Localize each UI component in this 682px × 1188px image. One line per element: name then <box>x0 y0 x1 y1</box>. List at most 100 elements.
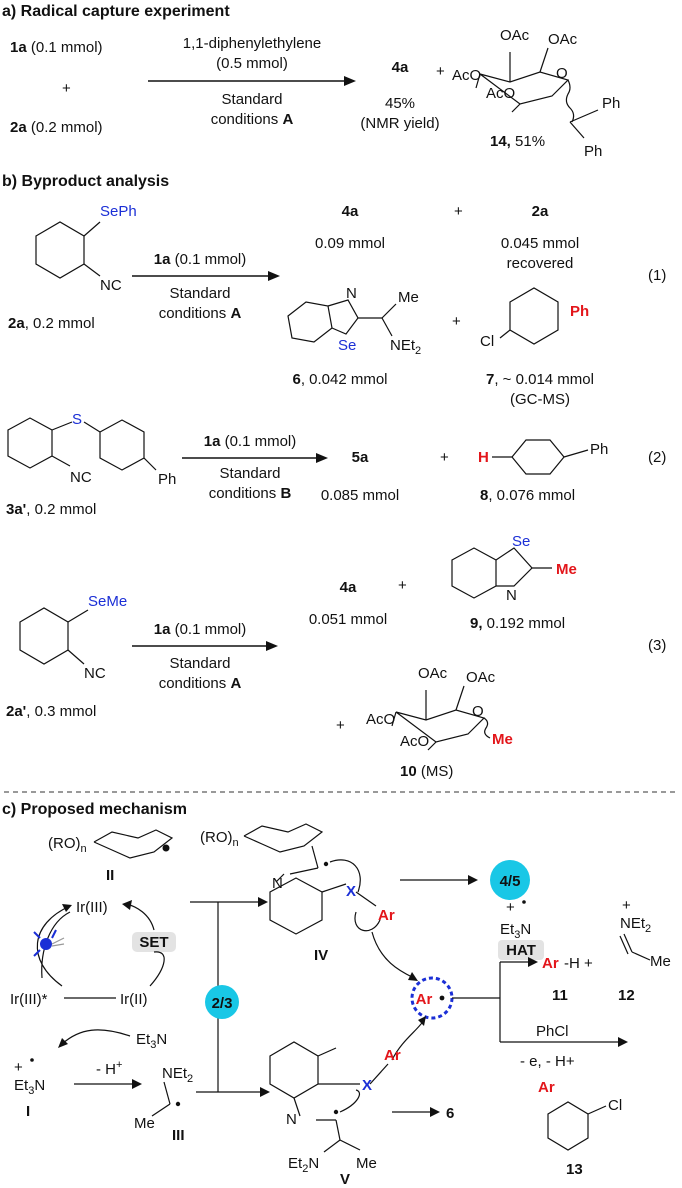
alpha-amino-radical-iii <box>151 1081 181 1117</box>
net2-group-iii: NEt2 <box>162 1065 193 1085</box>
intermediate-ii-label: II <box>106 867 114 884</box>
arh-product: Ar <box>542 955 559 972</box>
amine-radical-cation: Et3N <box>14 1077 45 1097</box>
arrowhead-eq3 <box>266 641 278 651</box>
s-atom: S <box>72 411 82 428</box>
compound-13-label: 13 <box>566 1161 583 1178</box>
eq3-reagent: 1a (0.1 mmol) <box>154 621 247 638</box>
sugar10-oac-2: OAc <box>466 669 496 686</box>
net2-group-6: NEt2 <box>390 337 421 357</box>
intermediate-iii-label: III <box>172 1127 185 1144</box>
set-label: SET <box>139 934 168 951</box>
sugar10-aco-1: AcO <box>366 711 395 728</box>
ar-group-13: Ar <box>538 1079 555 1096</box>
plus-12: + <box>622 897 631 914</box>
benzoselenazole-6 <box>287 299 397 343</box>
eq2-cond-1: Standard <box>220 465 281 482</box>
eq2-reagent: 1a (0.1 mmol) <box>204 433 297 450</box>
iminium-12 <box>619 933 651 961</box>
eq3-product-4a: 4a <box>340 579 357 596</box>
eq1-2a-recovered: recovered <box>507 255 574 272</box>
methylbenzoselenazole-9 <box>451 547 552 599</box>
me-group-v: Me <box>356 1155 377 1172</box>
net2-group-12: NEt2 <box>620 915 651 935</box>
cycle-arc-right <box>149 951 165 987</box>
et3n-reagent: Et3N <box>136 1031 167 1051</box>
reactant-2a-label: 2a, 0.2 mmol <box>8 315 95 332</box>
eq3-cond-2: conditions A <box>159 675 242 692</box>
eq1-2a-amount: 0.045 mmol <box>501 235 579 252</box>
benzene-ring-2a-prime <box>19 607 89 665</box>
eq3-cond-1: Standard <box>170 655 231 672</box>
nc-group-3: NC <box>84 665 106 682</box>
eq2-cond-2: conditions B <box>209 485 292 502</box>
yield-note: (NMR yield) <box>360 115 439 132</box>
sugar-aco-1: AcO <box>452 67 481 84</box>
compound-6-label: 6, 0.042 mmol <box>292 371 387 388</box>
ar-group-v: Ar <box>384 1047 401 1064</box>
me-group-6: Me <box>398 289 419 306</box>
ar-group-iv: Ar <box>378 907 395 924</box>
arrow-reagent-1: 1,1-diphenylethylene <box>183 35 321 52</box>
reactant-2a: 2a (0.2 mmol) <box>10 119 103 136</box>
compound-7-note: (GC-MS) <box>510 391 570 408</box>
section-c-title: c) Proposed mechanism <box>2 801 187 818</box>
eq3-plus-2: + <box>336 717 345 734</box>
et2n-group-v: Et2N <box>288 1155 319 1175</box>
et3n-radical-cation-hat: + <box>506 899 515 916</box>
aryl-radical-label: Ar <box>416 991 433 1008</box>
ir3-ground: Ir(III) <box>76 899 108 916</box>
hat-box <box>498 940 544 960</box>
sugar-oac-1: OAc <box>500 27 530 44</box>
sugar10-oac-1: OAc <box>418 665 448 682</box>
cl-atom-13: Cl <box>608 1097 622 1114</box>
se-atom-9: Se <box>512 533 530 550</box>
plus-radical-i: + <box>14 1059 23 1076</box>
arrow-cond-1: Standard <box>222 91 283 108</box>
reactant-3a-label: 3a', 0.2 mmol <box>6 501 96 518</box>
compound-14-label: 14, 51% <box>490 133 545 150</box>
eq1-product-4a: 4a <box>342 203 359 220</box>
chlorophenyl-ring-7 <box>499 287 559 345</box>
section-b-title: b) Byproduct analysis <box>2 173 169 190</box>
sugar-aco-2: AcO <box>486 85 515 102</box>
arrow-cond-2: conditions A <box>211 111 294 128</box>
ir3-excited: Ir(III)* <box>10 991 48 1008</box>
h-atom-8: H <box>478 449 489 466</box>
badge-2-3-label: 2/3 <box>212 995 233 1012</box>
compound-9-label: 9, 0.192 mmol <box>470 615 565 632</box>
compound-7-label: 7, ~ 0.014 mmol <box>486 371 594 388</box>
imidoyl-radical-v <box>269 1016 426 1153</box>
badge-2-3 <box>205 985 239 1019</box>
reactant-2a-prime-label: 2a', 0.3 mmol <box>6 703 96 720</box>
deprotonation-label: - H+ <box>96 1059 122 1078</box>
product-4a: 4a <box>392 59 409 76</box>
sugar-structure-10 <box>391 685 491 751</box>
ph-group-7: Ph <box>570 303 589 320</box>
n-atom-v: N <box>286 1111 297 1128</box>
cycle-arc-left <box>36 905 71 987</box>
se-atom-6: Se <box>338 337 356 354</box>
me-group-10: Me <box>492 731 513 748</box>
biphenyl-ring-8 <box>492 439 589 475</box>
ph-group-3a: Ph <box>158 471 176 488</box>
x-atom-v: X <box>362 1077 372 1094</box>
compound-11-label: 11 <box>552 987 568 1004</box>
badge-4-5-label: 4/5 <box>500 873 521 890</box>
eq2-number: (2) <box>648 449 666 466</box>
arrowhead-eq2 <box>316 453 328 463</box>
benzene-ring-2a <box>35 221 101 279</box>
imidoyl-radical-iv <box>243 823 381 935</box>
et3n-hat-reagent: Et3N <box>500 921 531 941</box>
eq3-plus: + <box>398 577 407 594</box>
x-atom-iv: X <box>346 883 356 900</box>
phcl-reagent: PhCl <box>536 1023 569 1040</box>
hat-label: HAT <box>506 942 536 959</box>
arrow-reagent-2: (0.5 mmol) <box>216 55 288 72</box>
eq1-plus: + <box>454 203 463 220</box>
chloroarene-13 <box>547 1101 607 1151</box>
eq3-number: (3) <box>648 637 666 654</box>
n-atom-iv: N <box>272 875 283 892</box>
me-group-12: Me <box>650 953 671 970</box>
intermediate-v-label: V <box>340 1171 350 1188</box>
